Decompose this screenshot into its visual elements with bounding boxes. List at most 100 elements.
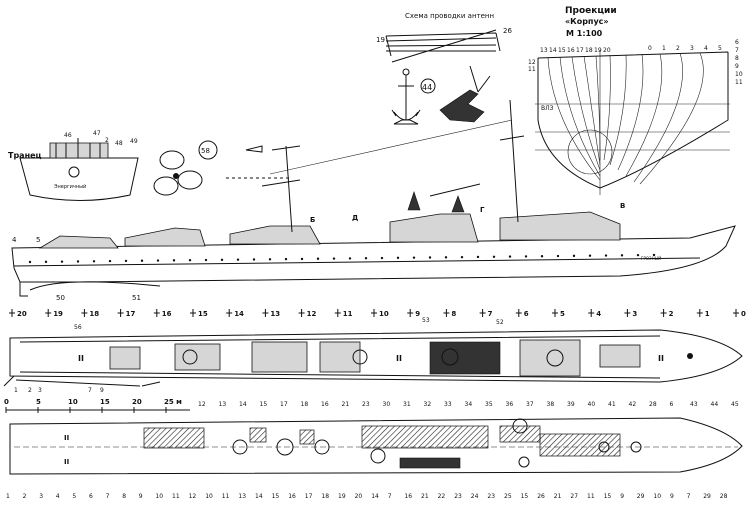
deck-bottom-label: 30 xyxy=(383,401,391,408)
section-marker-g: Г xyxy=(480,206,485,214)
station-tick xyxy=(262,309,269,317)
profile-label-5: 5 xyxy=(36,236,40,244)
lower-deck-label: 11 xyxy=(222,493,230,500)
lower-deck-label: 20 xyxy=(355,493,363,500)
deck-bottom-label: 43 xyxy=(690,401,698,408)
projection-frame-right: 1 xyxy=(662,45,666,52)
projection-frame-left: 18 xyxy=(585,47,593,54)
antenna-scheme: Схема проводки антенн 19 26 xyxy=(376,12,512,63)
deck-bottom-label: 16 xyxy=(321,401,329,408)
station-tick xyxy=(153,309,160,317)
lower-roman-2: II xyxy=(64,458,69,466)
lower-deck-label: 5 xyxy=(72,493,76,500)
scale-label: 10 xyxy=(68,398,78,406)
station-label: 16 xyxy=(162,310,172,318)
deck-left-label: 3 xyxy=(38,387,42,394)
deck-bottom-label: 44 xyxy=(711,401,719,408)
porthole xyxy=(220,258,224,262)
stern-label-46: 46 xyxy=(64,132,72,139)
porthole xyxy=(76,260,80,263)
porthole xyxy=(92,260,96,263)
lower-deck-label: 11 xyxy=(587,493,595,500)
porthole xyxy=(636,253,640,257)
lower-deck-label: 1 xyxy=(6,493,10,500)
porthole xyxy=(604,254,608,257)
porthole xyxy=(428,256,432,259)
porthole xyxy=(652,253,656,257)
deck-roman-1: II xyxy=(78,354,84,363)
projection-frame-left: 14 xyxy=(549,47,557,54)
lower-deck-label: 7 xyxy=(388,493,392,500)
deck-left-label: 2 xyxy=(28,387,32,394)
porthole xyxy=(492,255,496,258)
station-tick xyxy=(733,309,739,317)
lower-deck-label: 28 xyxy=(720,493,728,500)
station-label: 0 xyxy=(741,310,746,318)
station-tick xyxy=(9,309,15,317)
station-label: 8 xyxy=(451,310,456,318)
porthole xyxy=(508,255,512,258)
stern-label-48: 48 xyxy=(115,140,123,147)
porthole xyxy=(524,255,528,258)
scale-label: 20 xyxy=(132,398,142,406)
deck-bottom-label: 37 xyxy=(526,401,534,408)
projection-side-right: 8 xyxy=(735,55,739,62)
station-tick xyxy=(696,309,703,317)
deck-bottom-label: 28 xyxy=(649,401,657,408)
porthole xyxy=(172,259,176,262)
projection-scale: М 1:100 xyxy=(566,29,603,38)
station-label: 6 xyxy=(524,310,529,318)
side-profile: 4 5 50 51 ГРОЗНЫЙ Б Д Г В xyxy=(11,99,736,302)
station-tick xyxy=(443,309,450,317)
lower-deck-label: 7 xyxy=(106,493,110,500)
station-tick xyxy=(515,309,522,317)
circle-number-44: 44 xyxy=(422,83,432,92)
projection-waterline: ВЛЗ xyxy=(541,105,554,112)
lower-deck-label: 9 xyxy=(139,493,143,500)
projection-side-right: 7 xyxy=(735,47,739,54)
scale-label: 5 xyxy=(36,398,41,406)
deck-bottom-label: 13 xyxy=(219,401,227,408)
station-tick xyxy=(624,309,631,317)
lower-deck-label: 9 xyxy=(670,493,674,500)
lower-deck-label: 24 xyxy=(471,493,479,500)
circle-number-58: 58 xyxy=(201,147,210,155)
station-label: 15 xyxy=(198,310,208,318)
station-label: 5 xyxy=(560,310,565,318)
porthole xyxy=(300,257,304,261)
porthole xyxy=(588,254,592,257)
projection-frame-left: 16 xyxy=(567,47,575,54)
porthole xyxy=(284,257,288,261)
station-tick xyxy=(298,309,305,317)
lower-deck-label: 10 xyxy=(653,493,661,500)
lower-deck-label: 18 xyxy=(321,493,329,500)
lower-deck-label: 17 xyxy=(305,493,313,500)
hull-name-side: ГРОЗНЫЙ xyxy=(641,256,661,261)
antenna-label-right: 26 xyxy=(503,27,512,35)
lower-deck-label: 23 xyxy=(454,493,462,500)
projection-title: Проекции xyxy=(565,6,617,16)
anchor-drawings: 44 xyxy=(391,65,491,125)
profile-label-51: 51 xyxy=(132,294,141,302)
deck-bottom-label: 21 xyxy=(342,401,350,408)
station-tick xyxy=(190,309,196,317)
lower-deck-label: 7 xyxy=(687,493,691,500)
station-tick xyxy=(660,309,667,317)
station-tick xyxy=(117,309,124,317)
deck-bottom-label: 31 xyxy=(403,401,411,408)
stern-label-47: 47 xyxy=(93,130,101,137)
lower-deck-label: 29 xyxy=(637,493,645,500)
lower-deck-label: 15 xyxy=(604,493,612,500)
lower-deck-label: 29 xyxy=(703,493,711,500)
lower-deck-label: 23 xyxy=(487,493,495,500)
station-label: 9 xyxy=(415,310,420,318)
deck-bottom-label: 12 xyxy=(198,401,206,408)
station-label: 19 xyxy=(53,310,63,318)
lower-deck-label: 14 xyxy=(371,493,379,500)
lower-deck-label: 19 xyxy=(338,493,346,500)
porthole xyxy=(252,258,256,261)
station-tick xyxy=(81,309,88,317)
station-label: 3 xyxy=(632,310,637,318)
